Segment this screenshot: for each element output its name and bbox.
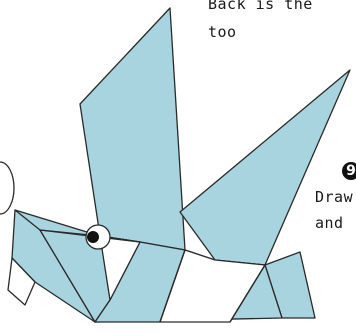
back-wing [80,8,185,250]
front-wing [180,70,350,265]
bird-eye-pupil [87,231,99,243]
instruction-text-line-4: and [315,213,344,233]
instruction-text-line-1: Back is the [208,0,313,14]
instruction-text-line-3: Draw [315,187,353,207]
instruction-text-line-2: too [208,22,237,42]
step-number-badge: 9 [342,162,356,180]
partial-circle-edge [0,162,14,214]
